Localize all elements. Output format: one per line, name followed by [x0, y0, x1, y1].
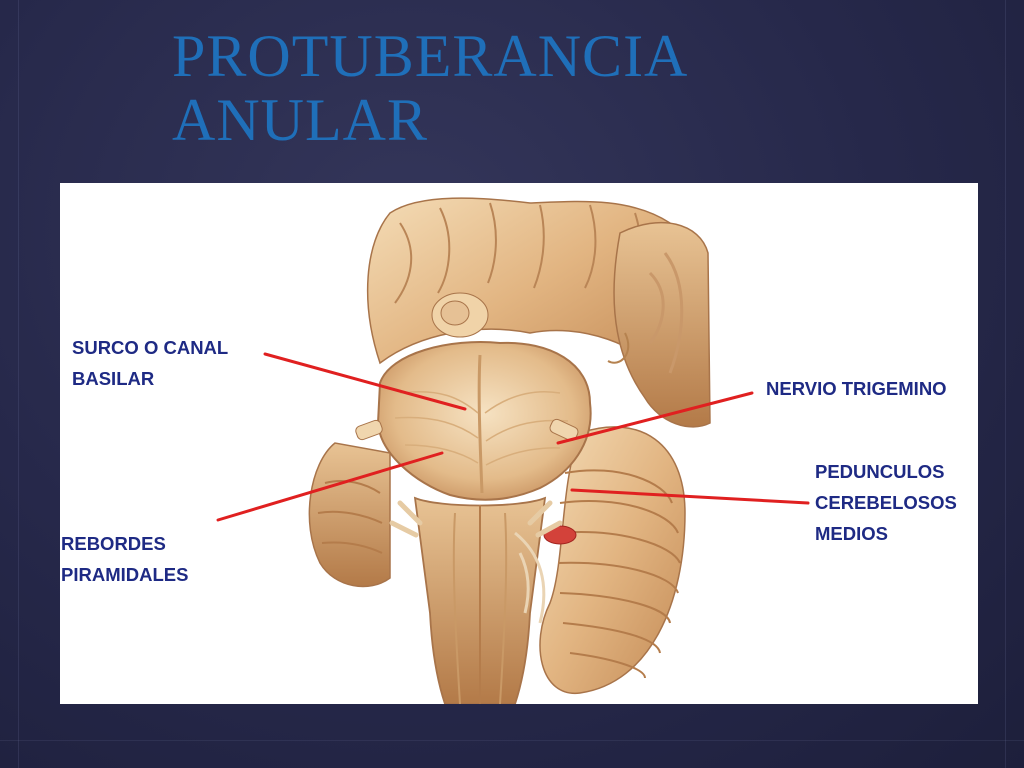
background-deco-line — [1005, 0, 1006, 768]
label-nervio-trigemino: NERVIO TRIGEMINO — [766, 378, 947, 399]
label-surco-basilar: SURCO O CANAL BASILAR — [72, 337, 229, 389]
background-deco-line — [18, 0, 19, 768]
cerebrum-base — [366, 197, 673, 386]
slide-title: PROTUBERANCIA ANULAR — [172, 24, 688, 152]
pointer-pedunculos — [570, 488, 810, 505]
pointer-nervio — [556, 391, 754, 445]
pointer-rebordes — [216, 451, 444, 522]
pons — [355, 341, 592, 501]
vessel-detail — [543, 525, 577, 545]
figure-panel: SURCO O CANAL BASILAR REBORDES PIRAMIDAL… — [60, 183, 978, 704]
temporal-lobe — [607, 221, 711, 428]
background-deco-line — [0, 740, 1024, 741]
pointer-lines — [216, 352, 810, 522]
slide-title-line-2: ANULAR — [172, 87, 428, 153]
label-rebordes-piramidales: REBORDES PIRAMIDALES — [61, 533, 189, 585]
label-pedunculos-cerebelosos: PEDUNCULOS CEREBELOSOS MEDIOS — [815, 461, 957, 544]
medulla-oblongata — [389, 496, 563, 704]
left-cerebellum — [308, 442, 391, 588]
slide-title-line-1: PROTUBERANCIA — [172, 23, 689, 89]
brainstem-illustration — [216, 197, 810, 704]
pointer-surco — [263, 352, 467, 411]
